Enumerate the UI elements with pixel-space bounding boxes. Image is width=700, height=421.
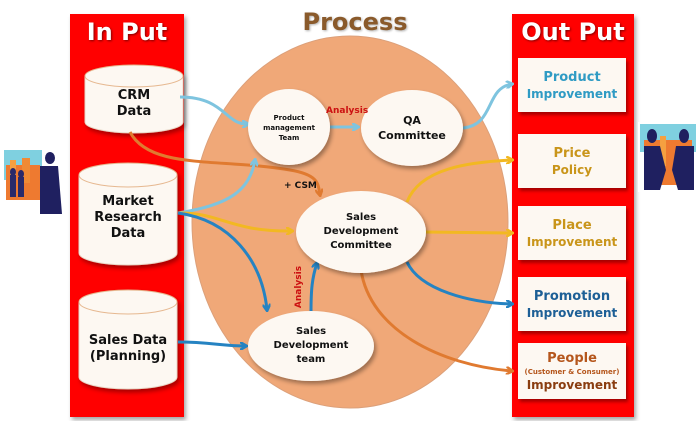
node-line: Sales [345,212,377,223]
output-item-title: Place [552,217,592,233]
output-item-product-improvement: Product Improvement [518,58,626,112]
arrow-committee-to-promotion [405,261,512,304]
node-line: Development [273,340,349,351]
node-line: Team [278,134,300,142]
input-item-line: (Planning) [89,349,167,364]
node-product-management-team-shape [248,89,330,165]
output-item-note: (Customer & Consumer) [524,367,620,376]
arrow-committee-to-people [359,269,512,371]
input-title: In Put [86,18,168,46]
node-sales-development-team: Sales Development team [250,324,372,368]
process-title: Process [302,8,408,36]
arrow-qa-to-product-improvement [462,84,512,130]
output-item-title: Promotion [533,288,611,304]
arrow-sales-team-to-committee [309,263,317,313]
input-item-line: CRM [117,88,151,103]
node-qa-committee: QA Committee [362,112,462,144]
csm-label: + CSM [284,181,317,191]
arrow-crm-to-sales-committee [128,131,320,195]
input-item-line: Data [116,104,152,119]
output-item-title: People [547,350,597,366]
output-item-subtitle: Improvement [526,305,618,320]
output-item-promotion-improvement: Promotion Improvement [518,277,626,331]
node-line: Product [273,114,305,122]
node-line: management [263,124,315,132]
node-line: Committee [378,129,446,142]
output-item-title: Price [553,145,591,161]
node-qa-committee-shape [361,90,463,166]
input-item-line: Sales Data [88,333,168,348]
cylinder-sales-data [78,289,178,390]
analysis-label-top: Analysis [326,106,369,116]
cylinder-market-research-data [78,162,178,266]
node-line: Sales [295,326,327,337]
arrow-market-to-sales-committee [177,211,292,231]
node-sales-dev-team-shape [248,311,374,381]
output-item-title: Product [543,69,601,85]
node-sales-development-committee: Sales Development Committee [300,210,422,254]
output-item-price-policy: Price Policy [518,134,626,188]
arrow-committee-to-price [405,160,512,203]
input-item-crm: CRM Data [85,88,183,120]
output-title: Out Put [521,18,625,46]
node-sales-dev-committee-shape [296,191,426,273]
node-line: Committee [330,240,392,251]
output-item-place-improvement: Place Improvement [518,206,626,260]
arrow-market-to-sales-team [177,211,267,310]
input-item-sales-data: Sales Data (Planning) [79,333,177,365]
output-item-subtitle: Improvement [526,234,618,249]
output-item-subtitle: Improvement [526,377,618,392]
analysis-label-vertical: Analysis [294,265,305,309]
output-item-people-improvement: People (Customer & Consumer) Improvement [518,343,626,399]
node-line: QA [403,114,421,127]
node-line: team [296,354,326,365]
arrow-salesdata-to-sales-team [177,340,246,346]
arrow-crm-to-product-mgmt [179,95,248,124]
input-item-line: Market [102,194,154,209]
handshake-icon [638,122,698,192]
businessman-presenting-icon [2,148,64,216]
cylinder-crm-data [84,64,184,134]
arrow-market-to-product-mgmt [177,160,255,215]
input-item-line: Data [110,226,146,241]
output-item-subtitle: Policy [551,162,593,177]
input-item-market-research: Market Research Data [79,194,177,242]
input-item-line: Research [94,210,162,225]
arrow-committee-to-place [424,232,512,233]
output-item-subtitle: Improvement [526,86,618,101]
node-line: Development [323,226,399,237]
node-product-management-team: Product management Team [250,110,328,146]
